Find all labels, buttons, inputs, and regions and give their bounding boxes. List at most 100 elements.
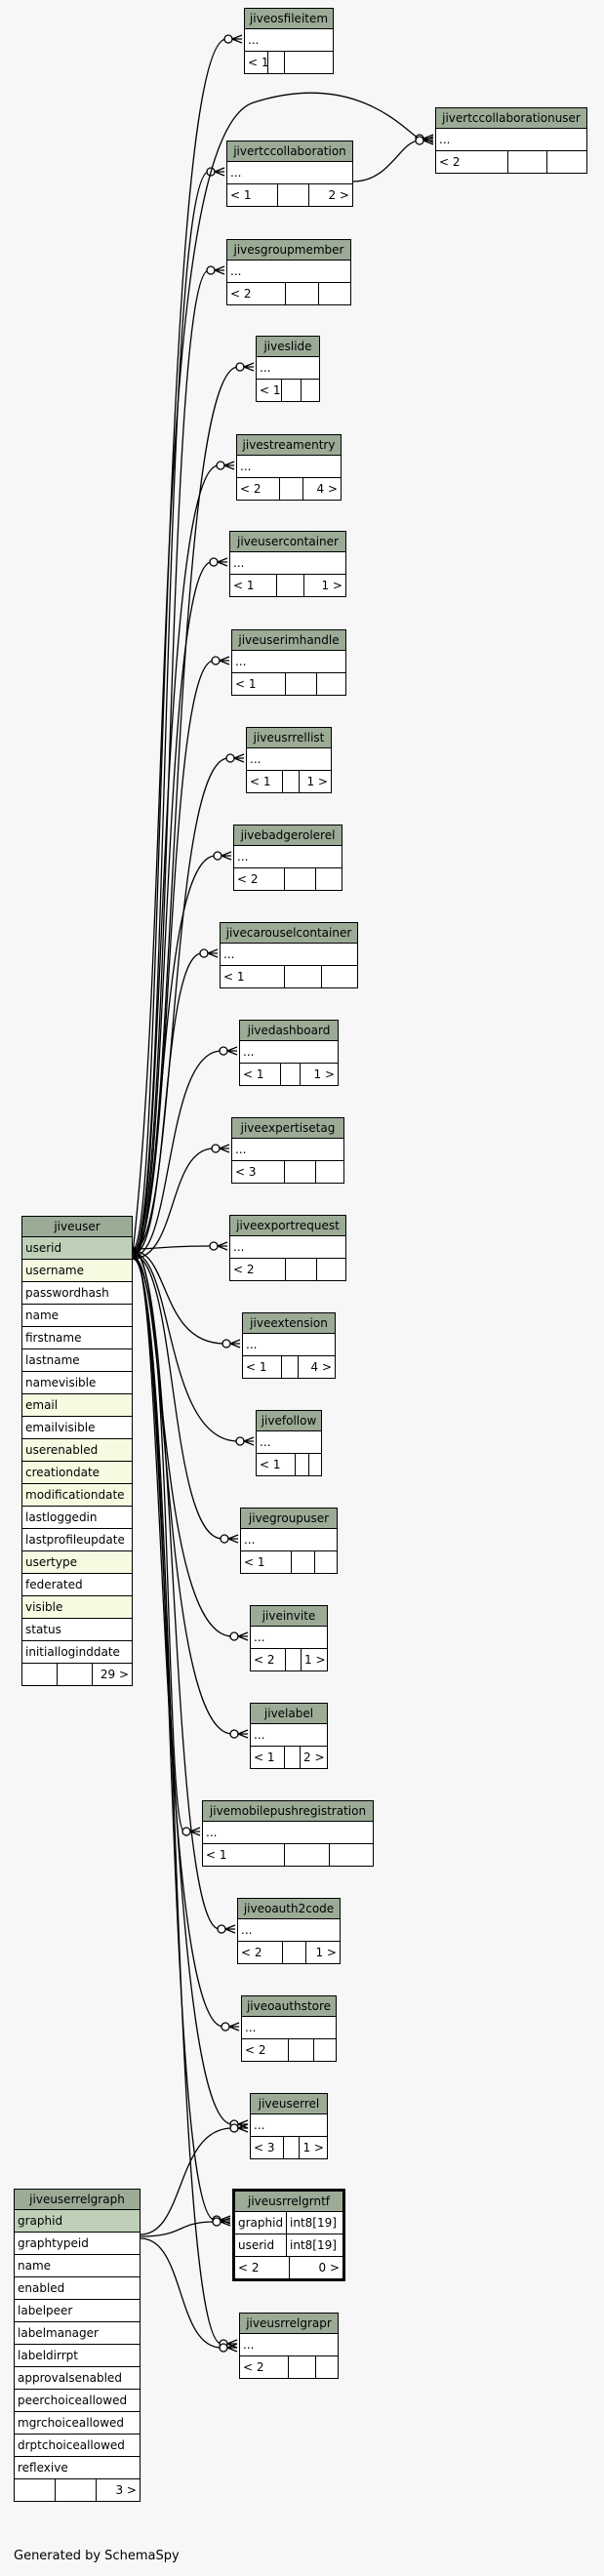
column-usertype[interactable]: usertype: [22, 1551, 132, 1574]
table-jivegroupuser[interactable]: jivegroupuser...< 1: [240, 1508, 338, 1574]
column-ellipsis[interactable]: ...: [221, 944, 357, 966]
table-jiveexportrequest[interactable]: jiveexportrequest...< 2: [229, 1215, 346, 1281]
table-title[interactable]: jiveusercontainer: [230, 532, 345, 552]
table-title[interactable]: jiveusrrelgrapr: [240, 2314, 338, 2334]
table-title[interactable]: jiveuserrelgraph: [15, 2190, 140, 2210]
table-jivesgroupmember[interactable]: jivesgroupmember...< 2: [226, 239, 351, 305]
table-jivefollow[interactable]: jivefollow...< 1: [256, 1410, 322, 1476]
table-title[interactable]: jiveslide: [257, 337, 319, 357]
column-email[interactable]: email: [22, 1394, 132, 1417]
column-ellipsis[interactable]: ...: [247, 748, 331, 771]
table-title[interactable]: jiveusrrelgrntf: [235, 2192, 342, 2212]
column-approvalsenabled[interactable]: approvalsenabled: [15, 2367, 140, 2390]
table-jiveslide[interactable]: jiveslide...< 1: [256, 336, 320, 402]
column-ellipsis[interactable]: ...: [245, 29, 333, 52]
column-ellipsis[interactable]: ...: [234, 846, 342, 868]
table-title[interactable]: jivelabel: [251, 1704, 327, 1724]
column-ellipsis[interactable]: ...: [237, 456, 341, 478]
column-visible[interactable]: visible: [22, 1596, 132, 1619]
column-labelpeer[interactable]: labelpeer: [15, 2300, 140, 2322]
column-mgrchoiceallowed[interactable]: mgrchoiceallowed: [15, 2412, 140, 2435]
table-jiveosfileitem[interactable]: jiveosfileitem...< 1: [244, 8, 334, 74]
table-jiveusrrelgrapr[interactable]: jiveusrrelgrapr...< 2: [239, 2313, 339, 2379]
table-title[interactable]: jiveosfileitem: [245, 9, 333, 29]
column-emailvisible[interactable]: emailvisible: [22, 1417, 132, 1439]
column-creationdate[interactable]: creationdate: [22, 1462, 132, 1484]
table-title[interactable]: jivegroupuser: [241, 1509, 337, 1529]
table-title[interactable]: jiveoauth2code: [238, 1899, 340, 1919]
table-title[interactable]: jiveuserrel: [251, 2094, 327, 2114]
table-title[interactable]: jiveusrrellist: [247, 728, 331, 748]
column-graphtypeid[interactable]: graphtypeid: [15, 2233, 140, 2255]
column-passwordhash[interactable]: passwordhash: [22, 1282, 132, 1305]
column-ellipsis[interactable]: ...: [251, 1627, 327, 1649]
table-jivebadgerolerel[interactable]: jivebadgerolerel...< 2: [233, 825, 342, 891]
column-ellipsis[interactable]: ...: [243, 1334, 335, 1356]
column-ellipsis[interactable]: ...: [436, 129, 586, 151]
column-ellipsis[interactable]: ...: [251, 1724, 327, 1747]
column-ellipsis[interactable]: ...: [227, 261, 350, 283]
column-userenabled[interactable]: userenabled: [22, 1439, 132, 1462]
column-ellipsis[interactable]: ...: [232, 1139, 343, 1161]
table-jiveexpertisetag[interactable]: jiveexpertisetag...< 3: [231, 1117, 344, 1184]
column-namevisible[interactable]: namevisible: [22, 1372, 132, 1394]
column-ellipsis[interactable]: ...: [240, 1041, 338, 1064]
column-ellipsis[interactable]: ...: [240, 2334, 338, 2356]
table-jivecarouselcontainer[interactable]: jivecarouselcontainer...< 1: [220, 922, 358, 988]
column-federated[interactable]: federated: [22, 1574, 132, 1596]
table-title[interactable]: jiveuserimhandle: [232, 630, 345, 651]
table-title[interactable]: jivertccollaboration: [227, 141, 352, 162]
column-ellipsis[interactable]: ...: [257, 1431, 321, 1454]
column-ellipsis[interactable]: ...: [238, 1919, 340, 1942]
column-firstname[interactable]: firstname: [22, 1327, 132, 1349]
table-title[interactable]: jiveuser: [22, 1217, 132, 1237]
table-title[interactable]: jiveoauthstore: [242, 1996, 336, 2017]
column-ellipsis[interactable]: ...: [203, 1822, 373, 1844]
table-jivertccollaborationuser[interactable]: jivertccollaborationuser...< 2: [435, 107, 587, 174]
column-labeldirrpt[interactable]: labeldirrpt: [15, 2345, 140, 2367]
column-reflexive[interactable]: reflexive: [15, 2457, 140, 2479]
table-jiveoauthstore[interactable]: jiveoauthstore...< 2: [241, 1995, 337, 2062]
column-ellipsis[interactable]: ...: [227, 162, 352, 184]
column-ellipsis[interactable]: ...: [230, 552, 345, 575]
column-userid[interactable]: userid: [22, 1237, 132, 1260]
column-drptchoiceallowed[interactable]: drptchoiceallowed: [15, 2435, 140, 2457]
column-enabled[interactable]: enabled: [15, 2277, 140, 2300]
column-ellipsis[interactable]: ...: [251, 2114, 327, 2137]
table-title[interactable]: jiveexportrequest: [230, 1216, 345, 1236]
table-jiveuserimhandle[interactable]: jiveuserimhandle...< 1: [231, 629, 346, 696]
table-title[interactable]: jiveinvite: [251, 1606, 327, 1627]
column-lastloggedin[interactable]: lastloggedin: [22, 1507, 132, 1529]
table-title[interactable]: jivestreamentry: [237, 435, 341, 456]
column-name[interactable]: name: [15, 2255, 140, 2277]
column-ellipsis[interactable]: ...: [257, 357, 319, 380]
column-ellipsis[interactable]: ...: [232, 651, 345, 673]
table-title[interactable]: jivecarouselcontainer: [221, 923, 357, 944]
table-title[interactable]: jivedashboard: [240, 1021, 338, 1041]
table-title[interactable]: jivebadgerolerel: [234, 825, 342, 846]
table-title[interactable]: jivefollow: [257, 1411, 321, 1431]
column-graphid[interactable]: graphid: [15, 2210, 140, 2233]
column-lastname[interactable]: lastname: [22, 1349, 132, 1372]
column-labelmanager[interactable]: labelmanager: [15, 2322, 140, 2345]
column-ellipsis[interactable]: ...: [230, 1236, 345, 1259]
table-title[interactable]: jivertccollaborationuser: [436, 108, 586, 129]
table-jivemobilepushregistration[interactable]: jivemobilepushregistration...< 1: [202, 1800, 374, 1867]
column-username[interactable]: username: [22, 1260, 132, 1282]
table-title[interactable]: jiveexpertisetag: [232, 1118, 343, 1139]
column-modificationdate[interactable]: modificationdate: [22, 1484, 132, 1507]
column-lastprofileupdate[interactable]: lastprofileupdate: [22, 1529, 132, 1551]
column-peerchoiceallowed[interactable]: peerchoiceallowed: [15, 2390, 140, 2412]
